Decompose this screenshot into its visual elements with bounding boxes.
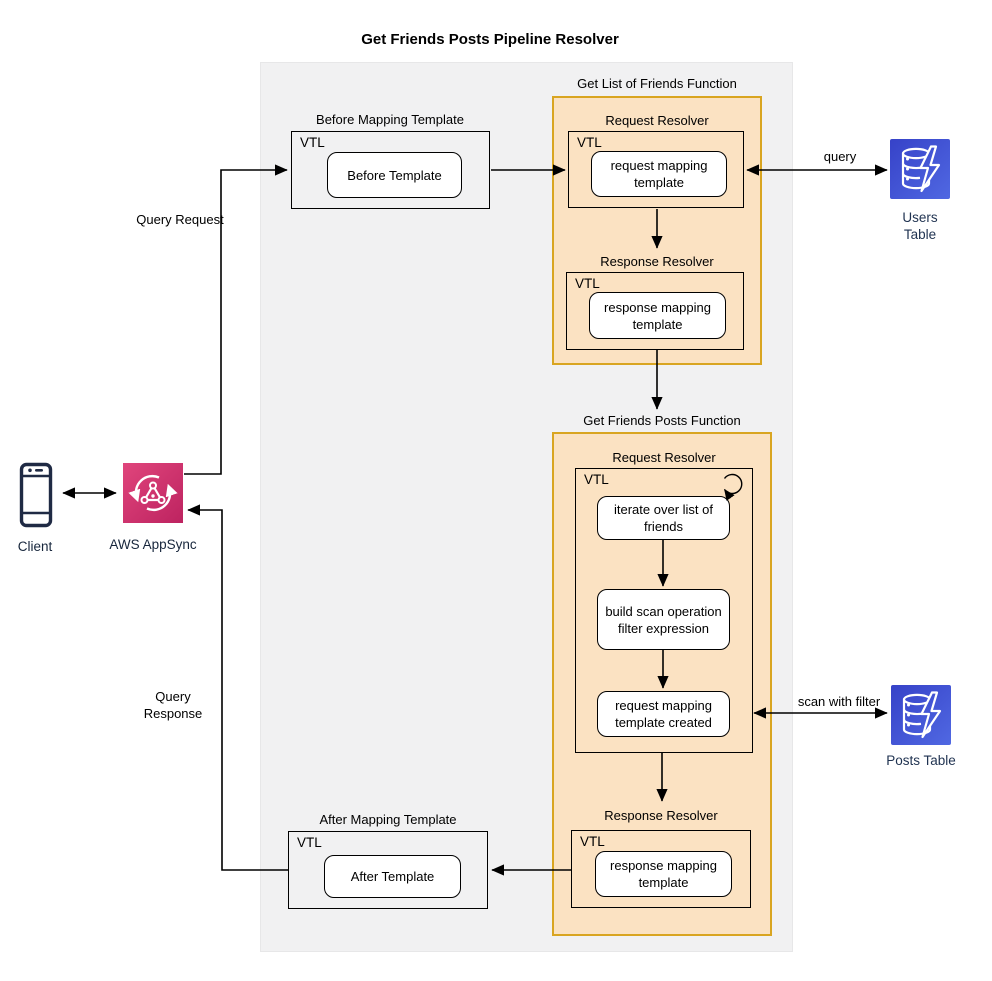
function2-request-vtl-box: VTL (575, 468, 753, 753)
function2-label: Get Friends Posts Function (583, 413, 741, 428)
function1-response-resolver-label: Response Resolver (600, 254, 714, 269)
query-response-label: Query Response (143, 689, 203, 721)
users-table-icon (890, 139, 950, 199)
after-mapping-template-box: VTL (288, 831, 488, 909)
after-vtl-label: VTL (297, 835, 322, 850)
function2-step-template-created-node: request mapping template created (597, 691, 730, 737)
function2-response-vtl-box: VTL (571, 830, 751, 908)
function2-step-iterate-node: iterate over list of friends (597, 496, 730, 540)
function1-label: Get List of Friends Function (577, 76, 737, 91)
function2-step-build-filter-node: build scan operation filter expression (597, 589, 730, 650)
users-table-label: Users Table (902, 210, 938, 242)
function1-request-vtl-box: VTL (568, 131, 744, 208)
after-template-node: After Template (324, 855, 461, 898)
function1-response-vtl-label: VTL (575, 276, 600, 291)
diagram-title: Get Friends Posts Pipeline Resolver (361, 31, 619, 48)
function1-response-template-node: response mapping template (589, 292, 726, 339)
before-mapping-template-box: VTL (291, 131, 490, 209)
posts-table-icon (891, 685, 951, 745)
function2-response-template-node: response mapping template (595, 851, 732, 897)
function2-response-resolver-label: Response Resolver (604, 808, 718, 823)
client-label: Client (17, 539, 53, 554)
before-vtl-label: VTL (300, 135, 325, 150)
before-mapping-template-label: Before Mapping Template (316, 112, 464, 127)
aws-appsync-icon (123, 463, 183, 523)
before-template-node: Before Template (327, 152, 462, 198)
after-mapping-template-label: After Mapping Template (319, 812, 457, 827)
query-request-label: Query Request (136, 212, 224, 227)
function2-request-resolver-label: Request Resolver (612, 450, 716, 465)
posts-table-label: Posts Table (886, 753, 956, 768)
function2-response-vtl-label: VTL (580, 834, 605, 849)
function1-request-resolver-label: Request Resolver (605, 113, 709, 128)
scan-with-filter-label: scan with filter (797, 694, 881, 709)
function1-request-template-node: request mapping template (591, 151, 727, 197)
appsync-label: AWS AppSync (109, 537, 197, 552)
client-phone-icon (19, 462, 53, 528)
function2-request-vtl-label: VTL (584, 472, 609, 487)
function1-response-vtl-box: VTL (566, 272, 744, 350)
query-edge-label: query (823, 149, 857, 164)
function1-request-vtl-label: VTL (577, 135, 602, 150)
